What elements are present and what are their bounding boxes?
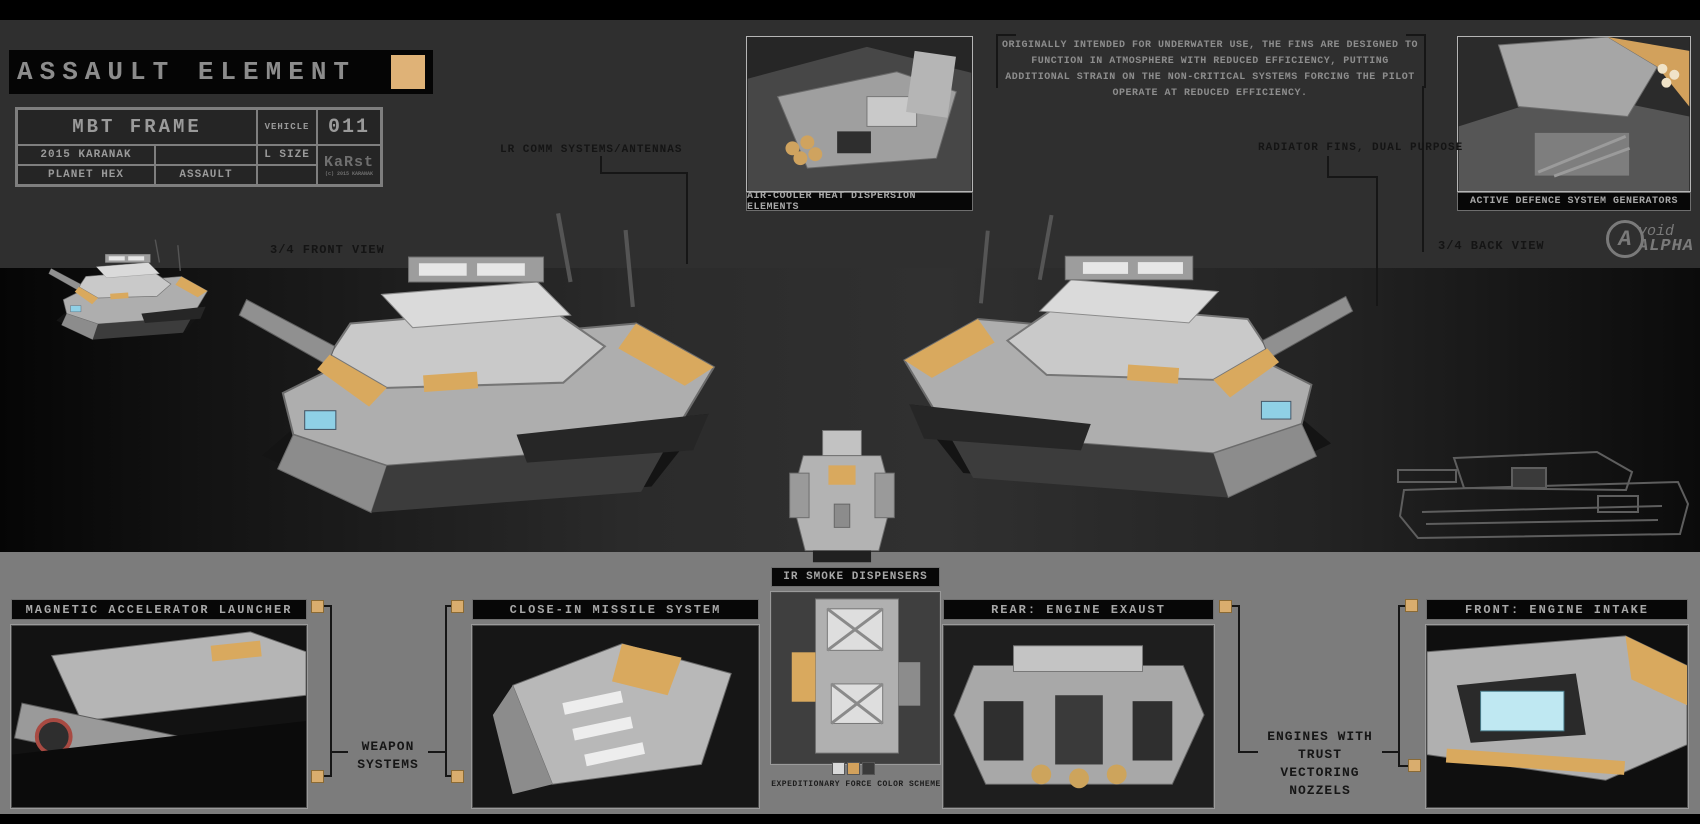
scheme-swatch-light [832,762,845,775]
label-back-view: 3/4 BACK VIEW [1438,239,1545,253]
connector-line [447,605,452,607]
brand-text: void ALPHA [1638,223,1695,256]
connector-square [451,600,464,613]
brand-logo: A void ALPHA [1606,220,1694,258]
engines-line1: ENGINES WITH [1267,729,1373,744]
weapon-systems-line1: WEAPON [361,739,415,754]
note-bracket-right [1406,34,1426,88]
connector-line [445,605,447,777]
brand-alpha: ALPHA [1638,237,1695,256]
connector-line [330,751,348,753]
spec-size: L SIZE [257,145,317,165]
label-close-in-missile: CLOSE-IN MISSILE SYSTEM [472,599,759,620]
close-in-missile-art [472,625,759,808]
render-34-back-view [902,213,1355,500]
panel-close-in-missile [471,624,760,809]
label-air-cooler: AIR-COOLER HEAT DISPERSION ELEMENTS [746,191,973,213]
connector-line [1327,156,1329,178]
render-front-mini [789,430,895,563]
label-engines-vectoring: ENGINES WITH TRUST VECTORING NOZZELS [1258,728,1382,800]
top-strip [0,0,1700,20]
connector-line [324,605,332,607]
title-bar: ASSAULT ELEMENT [9,50,433,94]
connector-line [1398,605,1400,767]
front-engine-art [1426,625,1688,808]
connector-square [311,770,324,783]
ir-smoke-art [770,591,941,765]
maker-logo: KaRst (c) 2015 KARANAK [317,145,381,185]
spec-table: MBT FRAME VEHICLE 011 2015 KARANAK L SIZ… [15,107,383,187]
spec-blank-cell [155,145,257,165]
avoid-alpha-mark-icon: A [1606,220,1644,258]
connector-line [1238,605,1240,753]
connector-line [324,775,332,777]
spec-frame: MBT FRAME [17,109,257,145]
engines-line3: NOZZELS [1289,783,1351,798]
spec-year-maker: 2015 KARANAK [17,145,155,165]
spec-planet: PLANET HEX [17,165,155,185]
inset-air-cooler-photo [746,36,973,192]
label-lr-comm: LR COMM SYSTEMS/ANTENNAS [500,144,683,156]
active-defence-photo-art [1457,35,1691,193]
engines-line2: TRUST VECTORING [1280,747,1360,780]
connector-square [311,600,324,613]
spec-vehicle-number: 011 [317,109,381,145]
rear-engine-art [943,625,1214,808]
connector-line [600,172,688,174]
note-bracket-left [996,34,1016,88]
connector-line [1238,751,1258,753]
connector-square [1219,600,1232,613]
panel-ir-smoke [770,591,941,765]
connector-line [1232,605,1240,607]
connector-square [451,770,464,783]
weapon-systems-line2: SYSTEMS [357,757,419,772]
connector-line [447,775,452,777]
label-front-engine-intake: FRONT: ENGINE INTAKE [1426,599,1688,620]
label-rear-engine-exaust: REAR: ENGINE EXAUST [943,599,1214,620]
label-color-scheme: EXPEDITIONARY FORCE COLOR SCHEME [771,780,941,789]
scheme-swatch-dark [862,762,875,775]
inset-active-defence-photo [1457,35,1691,193]
connector-square [1408,759,1421,772]
label-radiator-fins: RADIATOR FINS, DUAL PURPOSE [1258,142,1464,154]
brand-void: void [1638,223,1675,240]
render-side-schematic [1397,451,1689,539]
connector-line [1376,176,1378,306]
design-note: ORIGINALLY INTENDED FOR UNDERWATER USE, … [1001,40,1419,99]
bottom-strip [0,814,1700,824]
label-active-defence: ACTIVE DEFENCE SYSTEM GENERATORS [1457,192,1691,211]
maker-logo-text: KaRst [323,153,374,171]
spec-role: ASSAULT [155,165,257,185]
connector-line [1382,751,1398,753]
connector-line [1327,176,1378,178]
connector-square [1405,599,1418,612]
label-weapon-systems: WEAPON SYSTEMS [348,738,428,774]
label-magnetic-accelerator: MAGNETIC ACCELERATOR LAUNCHER [11,599,307,620]
panel-magnetic-accelerator [10,624,308,809]
spec-vehicle-label: VEHICLE [257,109,317,145]
panel-front-engine-intake [1425,624,1689,809]
connector-line [1398,765,1408,767]
label-ir-smoke: IR SMOKE DISPENSERS [771,567,940,587]
connector-line [600,156,602,174]
note-leader-line [1422,86,1424,252]
connector-line [330,605,332,777]
air-cooler-photo-art [747,36,972,192]
spec-blank-cell [257,165,317,185]
scheme-swatch-tan [847,762,860,775]
label-front-view: 3/4 FRONT VIEW [270,243,385,257]
maker-logo-subtext: (c) 2015 KARANAK [324,170,373,177]
connector-line [1400,605,1405,607]
magnetic-accelerator-art [10,624,308,809]
connector-line [686,172,688,264]
panel-rear-engine-exaust [942,624,1215,809]
accent-color-swatch [391,55,425,89]
page-title: ASSAULT ELEMENT [17,57,357,87]
connector-line [428,751,445,753]
